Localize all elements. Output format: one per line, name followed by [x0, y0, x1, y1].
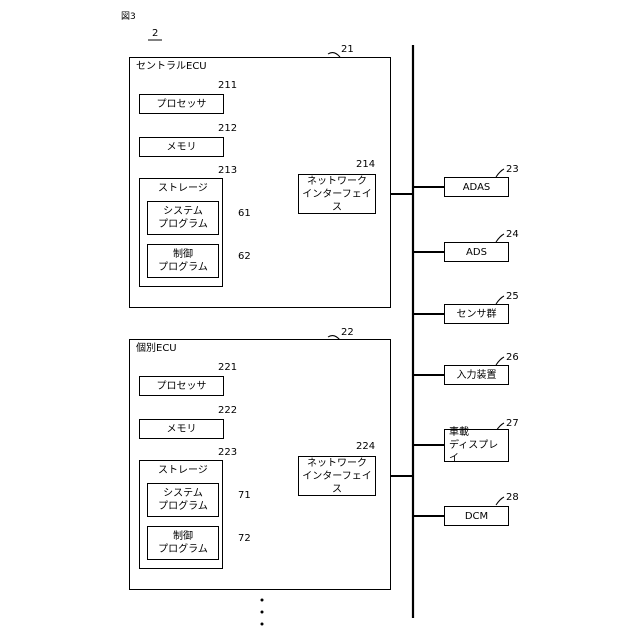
central-storage-label: ストレージ — [158, 183, 208, 195]
device-label-line1: 車載 — [449, 426, 508, 439]
device-box-ads: ADS — [444, 242, 509, 262]
individual-processor-box: プロセッサ — [139, 376, 224, 396]
individual-system-program-ref: 71 — [238, 490, 251, 502]
individual-control-program-line2: プログラム — [158, 543, 208, 556]
device-label: センサ群 — [457, 308, 497, 321]
central-processor-label: プロセッサ — [157, 98, 207, 111]
central-system-program-ref: 61 — [238, 208, 251, 220]
device-ref: 23 — [506, 164, 519, 176]
central-nic-ref: 214 — [356, 159, 375, 171]
central-system-program-line2: プログラム — [158, 218, 208, 231]
individual-ecu-title: 個別ECU — [136, 343, 177, 355]
device-box-dcm: DCM — [444, 506, 509, 526]
central-processor-box: プロセッサ — [139, 94, 224, 114]
individual-storage-ref: 223 — [218, 447, 237, 459]
device-box-adas: ADAS — [444, 177, 509, 197]
individual-ecu-ref: 22 — [341, 327, 354, 339]
central-memory-box: メモリ — [139, 137, 224, 157]
individual-processor-ref: 221 — [218, 362, 237, 374]
central-control-program-line1: 制御 — [173, 248, 193, 261]
central-system-program-box: システム プログラム — [147, 201, 219, 235]
central-system-program-line1: システム — [163, 205, 203, 218]
individual-storage-label: ストレージ — [158, 465, 208, 477]
figure-label: 図3 — [121, 11, 136, 23]
device-box-display: 車載 ディスプレイ — [444, 429, 509, 462]
individual-memory-ref: 222 — [218, 405, 237, 417]
individual-system-program-box: システム プログラム — [147, 483, 219, 517]
central-processor-ref: 211 — [218, 80, 237, 92]
central-ecu-title: セントラルECU — [136, 61, 207, 73]
individual-control-program-line1: 制御 — [173, 530, 193, 543]
device-ref: 26 — [506, 352, 519, 364]
device-label: ADAS — [463, 181, 491, 194]
continuation-dot — [261, 611, 264, 614]
device-ref: 28 — [506, 492, 519, 504]
continuation-dot — [261, 599, 264, 602]
individual-processor-label: プロセッサ — [157, 380, 207, 393]
individual-control-program-ref: 72 — [238, 533, 251, 545]
individual-nic-ref: 224 — [356, 441, 375, 453]
device-label-line2: ディスプレイ — [449, 439, 508, 465]
central-nic-line2: インターフェイス — [299, 188, 375, 214]
system-ref: 2 — [152, 28, 158, 40]
individual-system-program-line2: プログラム — [158, 500, 208, 513]
device-ref: 27 — [506, 418, 519, 430]
central-nic-line1: ネットワーク — [307, 175, 367, 188]
individual-control-program-box: 制御 プログラム — [147, 526, 219, 560]
central-storage-ref: 213 — [218, 165, 237, 177]
central-control-program-line2: プログラム — [158, 261, 208, 274]
individual-system-program-line1: システム — [163, 487, 203, 500]
central-control-program-box: 制御 プログラム — [147, 244, 219, 278]
continuation-dot — [261, 623, 264, 626]
individual-memory-box: メモリ — [139, 419, 224, 439]
central-memory-label: メモリ — [167, 141, 197, 154]
individual-nic-line1: ネットワーク — [307, 457, 367, 470]
individual-memory-label: メモリ — [167, 423, 197, 436]
central-ecu-ref: 21 — [341, 44, 354, 56]
individual-nic-line2: インターフェイス — [299, 470, 375, 496]
device-label: ADS — [466, 246, 487, 259]
central-nic-box: ネットワーク インターフェイス — [298, 174, 376, 214]
central-memory-ref: 212 — [218, 123, 237, 135]
device-ref: 24 — [506, 229, 519, 241]
individual-nic-box: ネットワーク インターフェイス — [298, 456, 376, 496]
central-control-program-ref: 62 — [238, 251, 251, 263]
device-box-input: 入力装置 — [444, 365, 509, 385]
device-ref: 25 — [506, 291, 519, 303]
device-box-sensors: センサ群 — [444, 304, 509, 324]
device-label: 入力装置 — [457, 369, 497, 382]
device-label: DCM — [465, 510, 488, 523]
